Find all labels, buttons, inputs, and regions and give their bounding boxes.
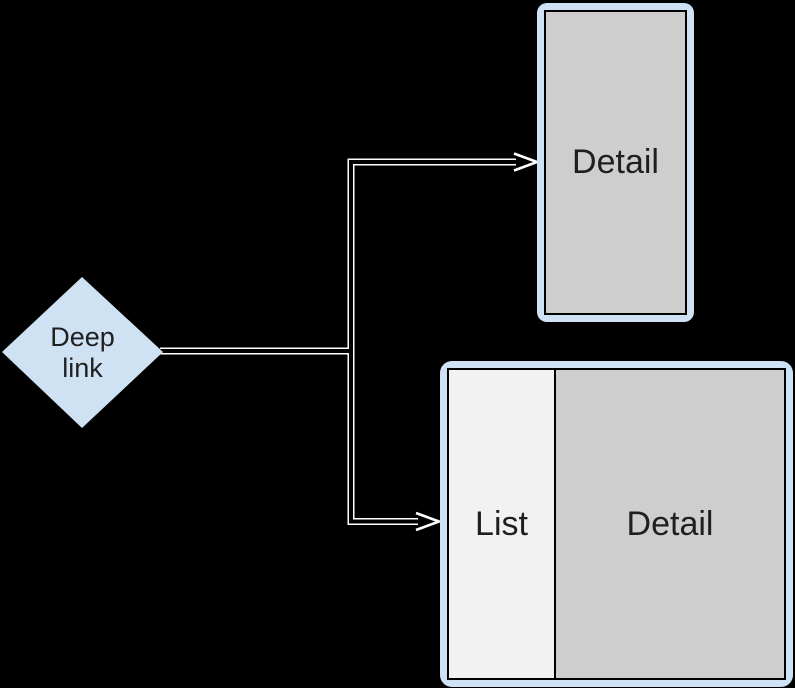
phone-frame: Detail <box>537 3 694 322</box>
deep-link-label: Deep link <box>2 277 163 428</box>
arrowhead-to-tablet-icon <box>415 511 443 532</box>
tablet-screen: List Detail <box>447 368 786 680</box>
connector-junction <box>349 346 353 357</box>
tablet-frame: List Detail <box>440 361 793 687</box>
connector-to-tablet <box>160 347 418 525</box>
tablet-list-pane: List <box>449 370 556 678</box>
arrowhead-to-phone-icon <box>513 152 541 172</box>
deep-link-label-line2: link <box>62 352 103 383</box>
phone-detail-label: Detail <box>572 143 659 181</box>
connector-to-phone-core <box>160 160 516 353</box>
connector-to-tablet-core <box>160 349 418 524</box>
deep-link-diamond-shape <box>2 277 163 428</box>
tablet-detail-pane: Detail <box>556 370 784 678</box>
tablet-detail-label: Detail <box>626 504 714 543</box>
connector-to-phone <box>160 158 516 355</box>
deep-link-label-line1: Deep <box>50 321 115 352</box>
phone-detail-screen: Detail <box>544 10 687 315</box>
tablet-list-label: List <box>475 504 528 543</box>
